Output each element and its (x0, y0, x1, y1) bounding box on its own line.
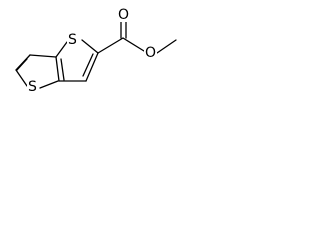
bond-s-left-c3 (39, 80, 59, 89)
bond-c1-c4 (29, 54, 57, 58)
bond-fused (55, 56, 60, 82)
bond-o-methyl (156, 39, 177, 54)
bond-s-top-c5 (81, 39, 99, 54)
bond-c6-c5-double (82, 53, 94, 77)
bond-c2-s-left (15, 69, 28, 87)
molecule-bonds (15, 21, 177, 89)
bond-fused-double (60, 58, 65, 81)
molecule-diagram: S S O O (0, 0, 198, 104)
ester-oxygen-atom: O (144, 45, 158, 61)
sulfur-atom-ring-left: S (27, 79, 38, 95)
sulfur-atom-ring-top: S (67, 32, 78, 48)
bond-carbonyl-o-ester (122, 37, 145, 52)
carbonyl-oxygen-atom: O (117, 7, 131, 23)
bond-c5-carbonyl (97, 37, 124, 54)
bond-c1-c2-double (16, 58, 28, 71)
bond-c4-s-top (55, 41, 68, 58)
bond-c6-c5 (85, 52, 99, 82)
